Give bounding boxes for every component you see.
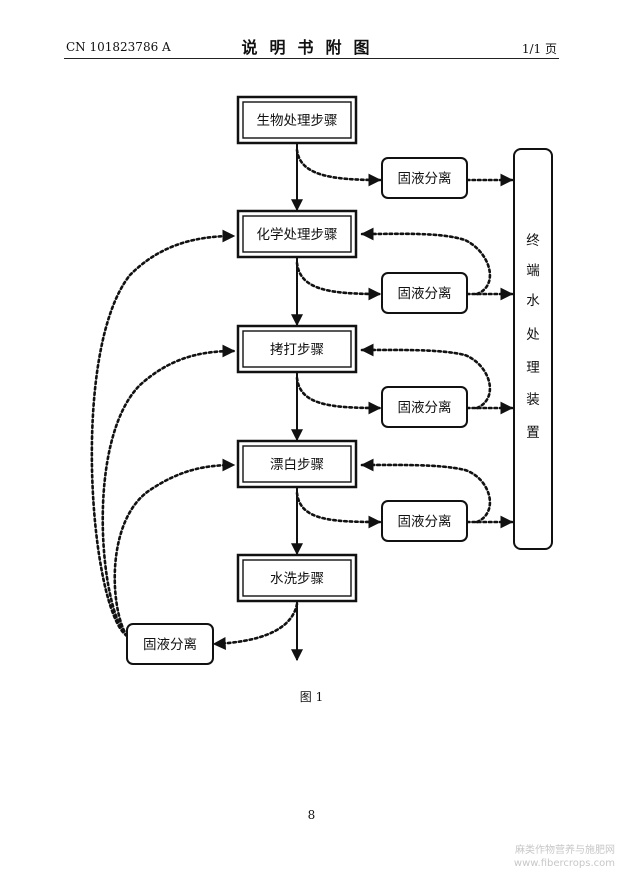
terminal-char-6: 装 (526, 392, 540, 408)
flow-bio-to-sep1 (295, 148, 382, 187)
bottom-separator-box: 固液分离 (126, 623, 214, 665)
recycle-bottom-to-beat (101, 344, 236, 638)
separator-boxes: 固液分离 固液分离 固液分离 固液分离 固液分离 (126, 157, 468, 665)
terminal-char-7: 置 (526, 425, 540, 441)
separator-label-4: 固液分离 (398, 513, 452, 530)
watermark: 麻类作物营养与施肥网 www.fibercrops.com (514, 844, 615, 870)
terminal-treatment-box: 终 端 水 处 理 装 置 (513, 148, 553, 550)
page-number: 8 (307, 808, 316, 822)
step-box-5: 水洗步骤 (236, 553, 358, 603)
dotted-flows (90, 148, 514, 650)
section-title: 说明书附图 (241, 38, 382, 57)
step-box-1: 生物处理步骤 (236, 95, 358, 145)
step-label-1: 生物处理步骤 (257, 113, 338, 129)
step-box-2: 化学处理步骤 (236, 209, 358, 259)
terminal-char-1: 终 (526, 233, 540, 249)
figure-caption: 图 1 (299, 690, 324, 704)
terminal-char-2: 端 (526, 263, 540, 279)
recycle-sep4-to-bleach (360, 458, 492, 524)
patent-number: CN 101823786 A (66, 40, 171, 54)
watermark-line-1: 麻类作物营养与施肥网 (515, 845, 615, 856)
separator-label-3: 固液分离 (398, 399, 452, 416)
separator-box-3: 固液分离 (381, 386, 468, 428)
separator-box-4: 固液分离 (381, 500, 468, 542)
step-box-3: 拷打步骤 (236, 324, 358, 374)
recycle-bottom-to-chem (90, 229, 236, 638)
step-box-4: 漂白步骤 (236, 439, 358, 489)
process-step-boxes: 生物处理步骤 化学处理步骤 拷打步骤 漂白步骤 水洗步骤 (236, 95, 358, 603)
step-label-5: 水洗步骤 (270, 571, 324, 587)
step-label-3: 拷打步骤 (270, 341, 324, 358)
step-label-2: 化学处理步骤 (257, 227, 338, 243)
flow-wash-to-bottom-sep (212, 602, 299, 650)
terminal-char-4: 处 (526, 327, 540, 343)
flow-beat-to-sep3 (295, 376, 382, 415)
step-label-4: 漂白步骤 (270, 457, 324, 473)
terminal-char-3: 水 (526, 293, 540, 309)
bottom-separator-label: 固液分离 (143, 636, 197, 653)
flow-chem-to-sep2 (295, 261, 382, 301)
flow-bleach-to-sep4 (295, 491, 382, 529)
separator-label-2: 固液分离 (398, 285, 452, 302)
recycle-bottom-to-bleach (113, 458, 236, 638)
header-rule (64, 58, 559, 59)
page-indicator: 1/1 页 (521, 42, 557, 56)
recycle-sep2-to-chem (360, 227, 492, 296)
terminal-char-5: 理 (526, 360, 540, 376)
separator-box-1: 固液分离 (381, 157, 468, 199)
separator-label-1: 固液分离 (398, 170, 452, 187)
recycle-sep3-to-beat (360, 343, 492, 410)
separator-box-2: 固液分离 (381, 272, 468, 314)
watermark-line-2: www.fibercrops.com (513, 858, 615, 869)
